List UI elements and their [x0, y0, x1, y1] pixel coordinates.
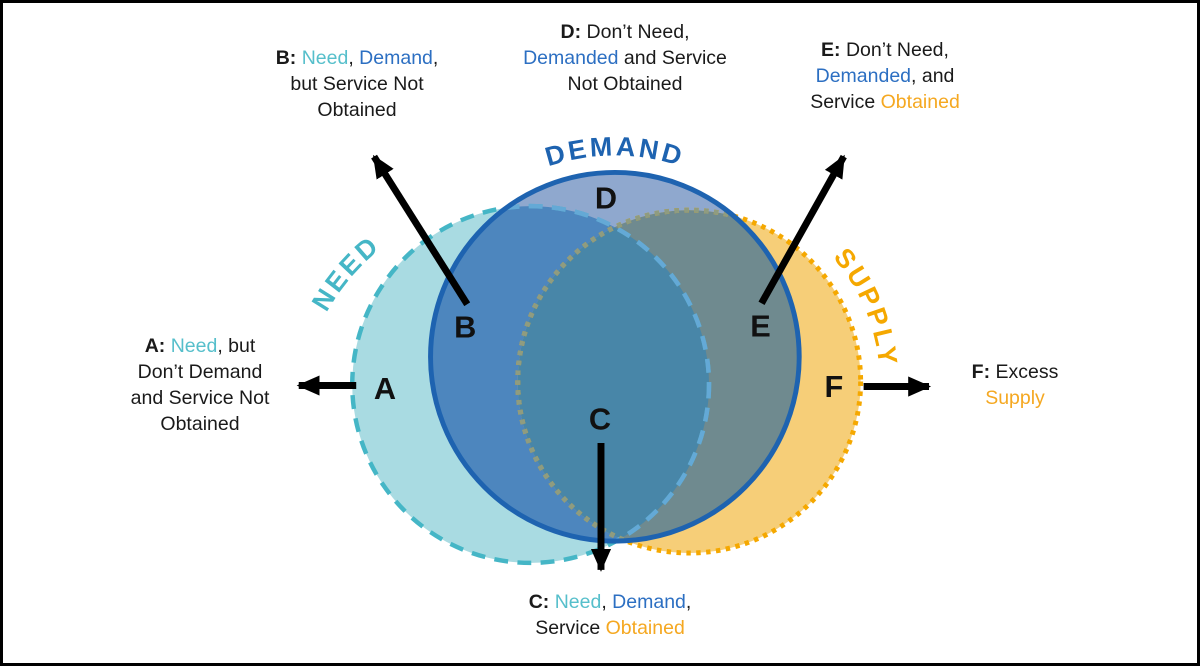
- demand-circle-border: [428, 169, 802, 544]
- arrow-b: [371, 154, 471, 307]
- region-letter-c: C: [589, 402, 611, 437]
- annotation-c: C: Need, Demand,Service Obtained: [528, 591, 692, 639]
- arrow-e: [758, 154, 847, 305]
- demand-label: DEMAND: [542, 131, 688, 172]
- region-letter-a: A: [374, 371, 396, 406]
- region-letter-f: F: [824, 369, 843, 404]
- all-three-overlap: [517, 210, 710, 542]
- region-letter-d: D: [595, 181, 617, 216]
- need-circle-border-inner: [430, 203, 712, 542]
- region-letter-e: E: [750, 309, 771, 344]
- region-letter-b: B: [454, 310, 476, 345]
- venn-diagram: A B C D E F NEED DEMAND SUPPLY: [296, 131, 932, 572]
- supply-circle-border-inner: [515, 207, 800, 542]
